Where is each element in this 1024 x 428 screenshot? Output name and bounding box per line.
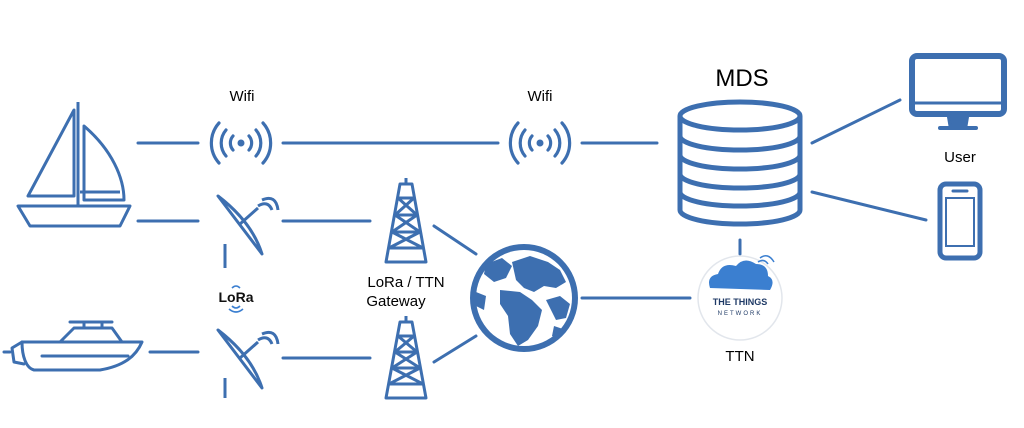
monitor-icon — [909, 53, 1007, 130]
line-tower-globe-bottom — [432, 334, 478, 364]
database-icon — [677, 99, 803, 227]
satellite-dish-icon — [216, 194, 280, 268]
wifi-icon — [508, 121, 572, 165]
lora-logo-text: LoRa — [219, 289, 254, 305]
satellite-dish-icon — [216, 328, 280, 398]
radio-tower-icon — [384, 316, 428, 400]
connection-lines — [136, 98, 928, 364]
smartphone-icon — [937, 181, 983, 261]
globe-icon — [470, 244, 578, 352]
gateway-label-line2: Gateway — [366, 293, 426, 310]
sailboat-icon — [16, 102, 132, 228]
mds-label: MDS — [715, 65, 768, 92]
line-mds-monitor — [810, 98, 902, 145]
ttn-cloud-icon: THE THINGS NETWORK — [697, 255, 783, 341]
wifi-right-label: Wifi — [528, 88, 553, 105]
ttn-logo-line2: NETWORK — [718, 311, 763, 317]
lora-logo-icon: LoRa — [219, 285, 254, 313]
radio-tower-icon — [384, 178, 428, 264]
line-mds-phone — [810, 190, 928, 222]
wifi-left-label: Wifi — [230, 88, 255, 105]
ttn-logo-line1: THE THINGS — [713, 297, 768, 307]
wifi-icon — [209, 121, 273, 165]
line-tower-globe-top — [432, 224, 478, 256]
gateway-label-line1: LoRa / TTN — [367, 274, 444, 291]
user-label: User — [944, 149, 976, 166]
ttn-label: TTN — [725, 348, 754, 365]
motorboat-icon — [2, 320, 144, 372]
